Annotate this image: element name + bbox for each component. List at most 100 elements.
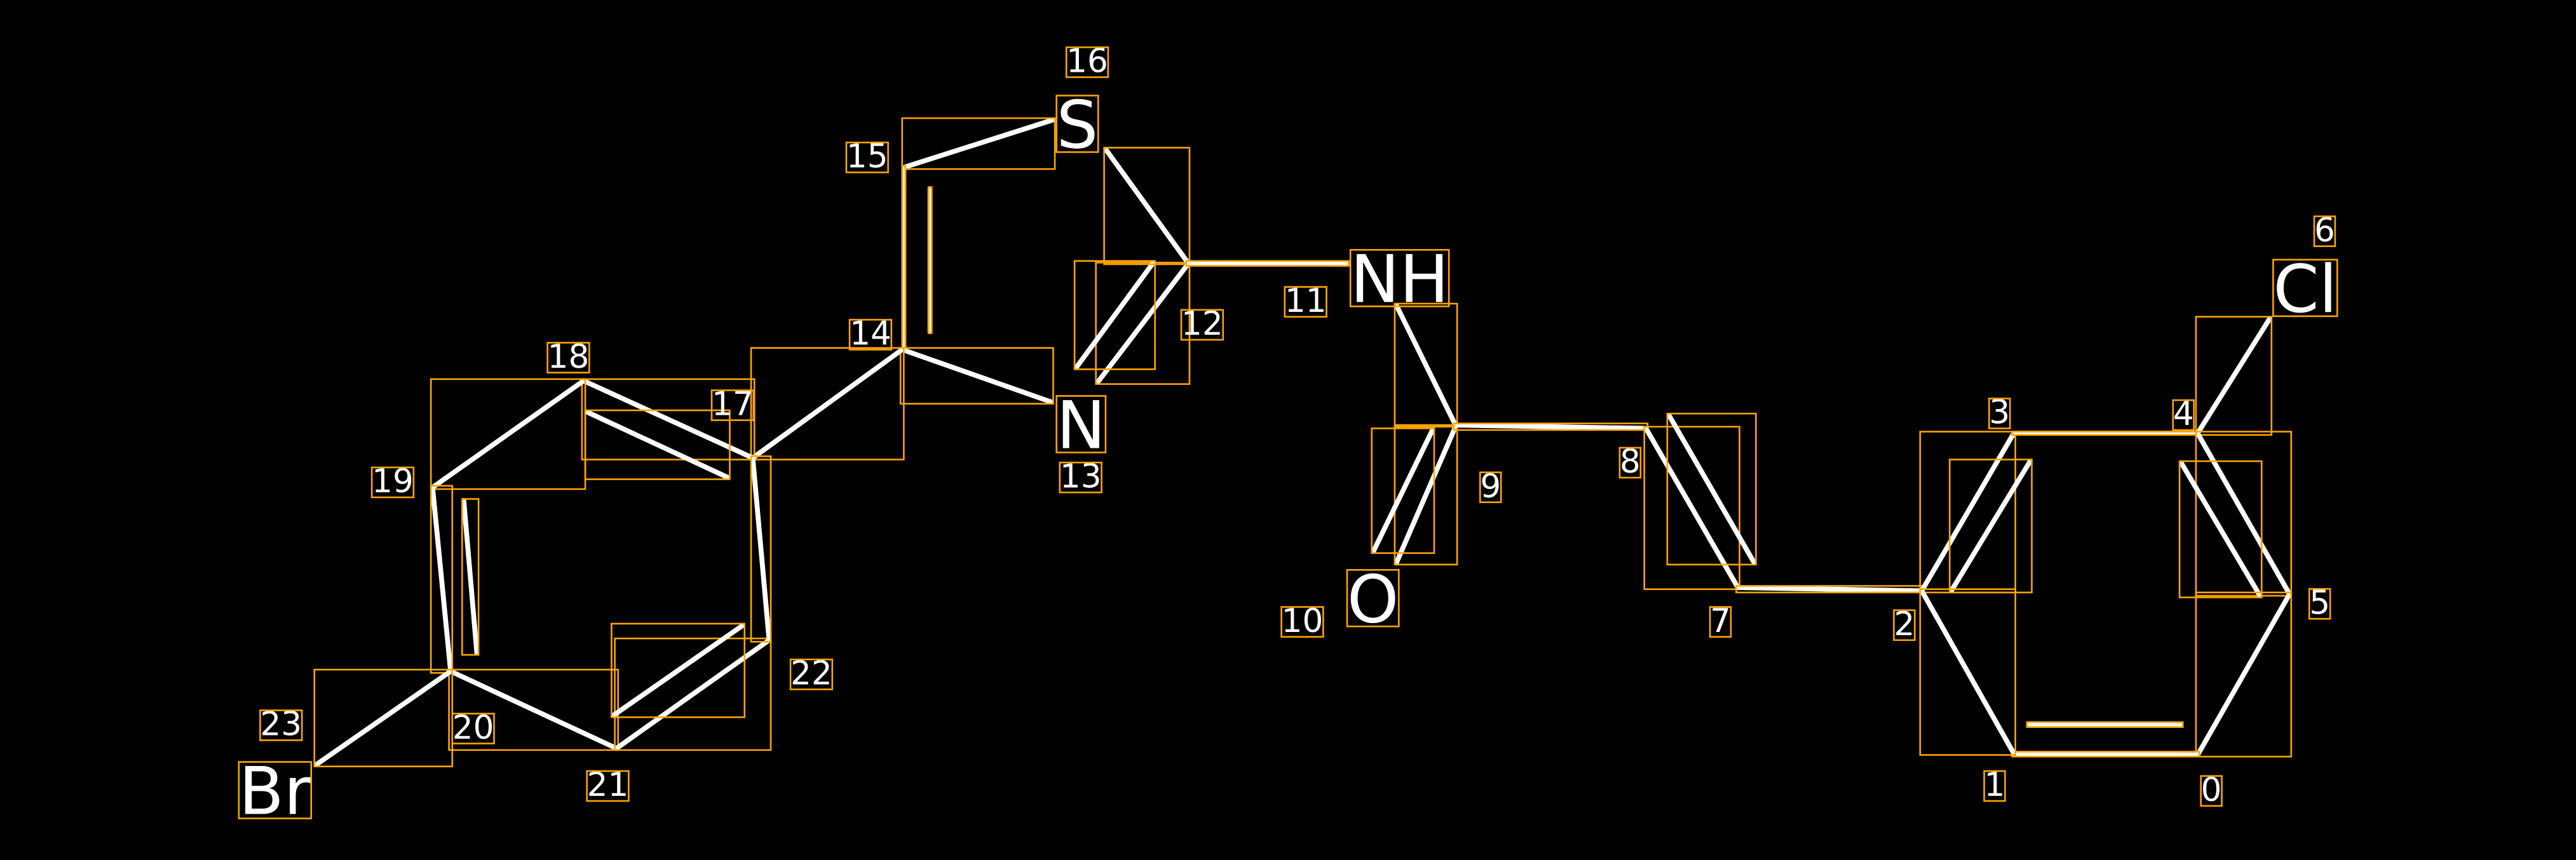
atom-symbol: NH xyxy=(1350,241,1449,318)
atom-symbol: N xyxy=(1057,387,1106,464)
atom-index: 11 xyxy=(1285,282,1327,320)
bond-line xyxy=(1643,426,1740,590)
bond-bbox xyxy=(1371,427,1435,554)
bond-bbox xyxy=(614,637,772,751)
atom-index-bbox xyxy=(1065,46,1109,78)
bond-line xyxy=(1393,424,1458,566)
bond-inner-line xyxy=(2026,721,2184,728)
atom-index-bbox xyxy=(451,713,495,744)
bond-inner-line xyxy=(611,622,745,718)
atom-index-bbox xyxy=(1709,606,1732,638)
atom-symbol-bbox xyxy=(2272,259,2338,318)
bond-11-9 xyxy=(1393,302,1458,428)
bond-5-0 xyxy=(2195,591,2293,758)
bond-8-7 xyxy=(1643,412,1757,590)
atom-index: 19 xyxy=(372,462,414,501)
bond-bbox xyxy=(2195,431,2293,597)
atom-index-bbox xyxy=(1280,606,1324,638)
bond-line xyxy=(2195,316,2273,436)
bond-22-17 xyxy=(750,455,772,643)
atom-9: 9 xyxy=(1479,467,1502,506)
atom-index-bbox xyxy=(1618,447,1642,479)
atom-index: 22 xyxy=(790,655,832,693)
bond-bbox xyxy=(430,378,586,490)
bond-bbox xyxy=(581,378,756,460)
atom-index-bbox xyxy=(845,142,889,173)
bond-bbox xyxy=(2195,316,2273,436)
bond-inner-line xyxy=(1949,459,2033,594)
bond-bbox xyxy=(1666,412,1757,566)
atom-index: 2 xyxy=(1894,605,1915,643)
atom-index: 7 xyxy=(1710,602,1731,640)
atom-index: 18 xyxy=(548,338,590,376)
bond-line xyxy=(2011,751,2200,758)
atom-7: 7 xyxy=(1709,602,1732,640)
bond-bbox xyxy=(1919,588,2016,756)
atom-index: 6 xyxy=(2314,212,2335,250)
atom-index: 12 xyxy=(1181,305,1223,343)
bond-bbox xyxy=(1949,459,2033,594)
atom-index-bbox xyxy=(1284,286,1327,318)
bond-bbox xyxy=(1103,147,1191,265)
atom-index-bbox xyxy=(710,389,755,421)
atom-5: 5 xyxy=(2308,584,2331,622)
bond-bbox xyxy=(430,485,454,674)
atom-20: 20 xyxy=(451,709,495,747)
bond-12-11 xyxy=(1185,260,1350,267)
atom-21: 21 xyxy=(586,766,630,804)
atom-symbol-bbox xyxy=(1055,95,1099,153)
bond-17-18 xyxy=(581,378,756,480)
atom-index: 9 xyxy=(1480,467,1501,506)
bond-bbox xyxy=(611,622,745,718)
atom-symbol-bbox xyxy=(1346,568,1400,628)
bond-2-3 xyxy=(1919,431,2033,594)
atom-symbol: S xyxy=(1057,88,1099,164)
atom-1: 1 xyxy=(1983,766,2006,804)
atom-index-bbox xyxy=(546,342,590,373)
bond-bbox xyxy=(1073,260,1156,370)
bond-15-16 xyxy=(901,117,1056,170)
bond-bbox xyxy=(461,498,480,656)
bond-15-14 xyxy=(901,165,933,353)
bond-4-5 xyxy=(2178,431,2293,598)
atom-index: 10 xyxy=(1282,602,1324,640)
atom-index: 5 xyxy=(2309,584,2330,622)
atom-symbol-bbox xyxy=(238,761,313,819)
atom-index-bbox xyxy=(2313,215,2336,247)
bond-inner-line xyxy=(1666,412,1757,566)
atom-14: 14 xyxy=(848,315,893,353)
bond-line xyxy=(1919,588,2016,756)
atom-index: 0 xyxy=(2201,771,2222,809)
bond-line xyxy=(430,378,586,490)
atom-18: 18 xyxy=(546,338,590,376)
atom-8: 8 xyxy=(1618,443,1642,481)
bond-bbox xyxy=(2178,460,2263,598)
bond-line xyxy=(581,378,756,460)
bond-19-20 xyxy=(430,485,480,674)
atom-index-bbox xyxy=(1059,461,1102,494)
atom-index-bbox xyxy=(1479,471,1502,504)
atom-index: 8 xyxy=(1620,443,1641,481)
atom-12: 12 xyxy=(1180,305,1224,343)
bond-line xyxy=(1095,262,1191,385)
atom-symbol: Cl xyxy=(2273,252,2337,328)
atom-symbol-bbox xyxy=(1055,395,1107,454)
bond-bbox xyxy=(2195,591,2293,758)
bond-line xyxy=(2195,591,2293,758)
atom-16: S16 xyxy=(1055,43,1109,164)
bond-3-4 xyxy=(2011,431,2200,436)
atom-index: 4 xyxy=(2173,395,2194,433)
atom-17: 17 xyxy=(710,386,755,424)
bond-4-6 xyxy=(2195,316,2273,436)
atom-index: 14 xyxy=(850,315,891,353)
bond-bbox xyxy=(927,186,933,334)
bond-line xyxy=(614,637,772,751)
atom-index: 21 xyxy=(587,766,629,804)
bond-line xyxy=(899,347,1054,405)
bond-bbox xyxy=(1185,260,1350,267)
bond-bbox xyxy=(1393,424,1458,566)
